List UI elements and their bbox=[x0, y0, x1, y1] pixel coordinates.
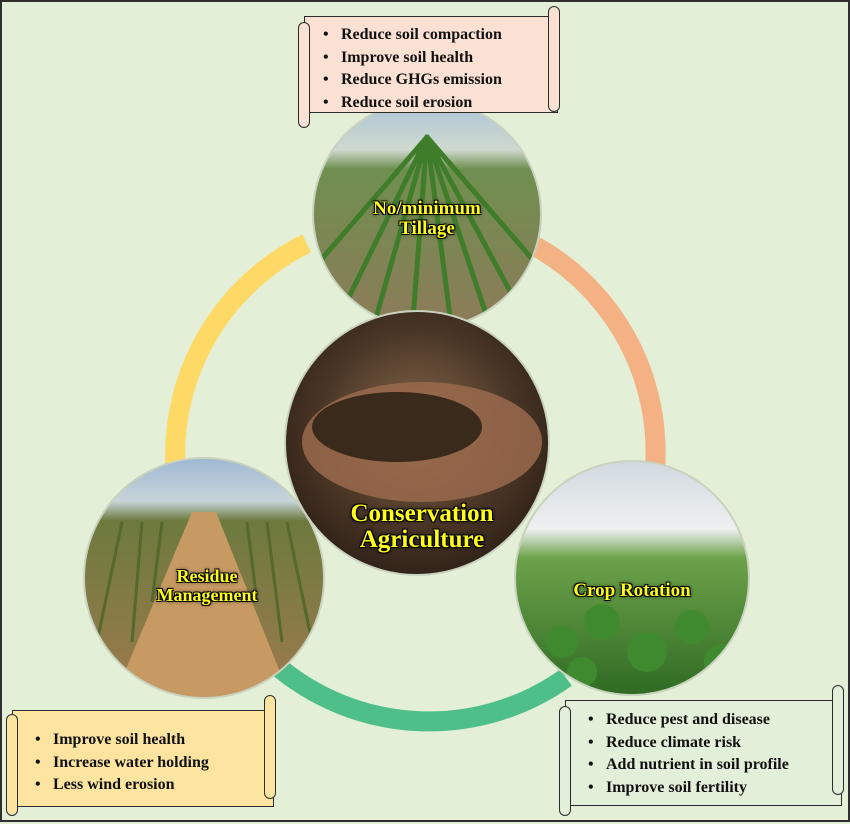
rotation-benefits-list: Reduce pest and disease Reduce climate r… bbox=[584, 709, 841, 799]
rotation-photo-frame bbox=[514, 460, 750, 696]
list-item: Less wind erosion bbox=[31, 774, 273, 797]
center-title: Conservation Agriculture bbox=[302, 500, 542, 554]
center-title-line2: Agriculture bbox=[359, 526, 485, 554]
list-item: Reduce pest and disease bbox=[584, 709, 841, 732]
list-item: Improve soil fertility bbox=[584, 777, 841, 800]
ring-arc-residue-to-tillage bbox=[165, 234, 312, 467]
scroll-curl bbox=[264, 695, 276, 799]
list-item: Reduce climate risk bbox=[584, 732, 841, 755]
tillage-label: No/minimum Tillage bbox=[322, 199, 532, 239]
residue-benefits-list: Improve soil health Increase water holdi… bbox=[31, 729, 273, 797]
tillage-label-line1: No/minimum bbox=[373, 198, 481, 219]
list-item: Increase water holding bbox=[31, 752, 273, 775]
center-photo-frame bbox=[284, 310, 550, 576]
tillage-label-line2: Tillage bbox=[399, 217, 455, 239]
residue-label: Residue Management bbox=[112, 567, 302, 605]
list-item: Reduce GHGs emission bbox=[319, 69, 557, 92]
list-item: Improve soil health bbox=[31, 729, 273, 752]
center-soil-photo bbox=[285, 311, 549, 575]
list-item: Reduce soil compaction bbox=[319, 24, 557, 47]
list-item: Reduce soil erosion bbox=[319, 92, 557, 115]
residue-photo-frame bbox=[83, 457, 325, 699]
tillage-benefits-list: Reduce soil compaction Improve soil heal… bbox=[319, 24, 557, 114]
tillage-benefits-scroll: Reduce soil compaction Improve soil heal… bbox=[304, 16, 558, 114]
scroll-curl bbox=[548, 6, 560, 112]
scroll-curl bbox=[6, 714, 18, 816]
list-item: Improve soil health bbox=[319, 47, 557, 70]
rotation-label: Crop Rotation bbox=[542, 581, 722, 601]
residue-photo bbox=[84, 458, 324, 698]
center-title-line1: Conservation bbox=[350, 500, 494, 527]
list-item: Add nutrient in soil profile bbox=[584, 754, 841, 777]
scroll-curl bbox=[298, 22, 310, 128]
residue-label-line1: Residue bbox=[176, 566, 238, 586]
rotation-label-text: Crop Rotation bbox=[573, 580, 691, 601]
residue-benefits-scroll: Improve soil health Increase water holdi… bbox=[12, 710, 274, 807]
ring-arc-rotation-to-residue bbox=[267, 656, 572, 732]
scroll-curl bbox=[832, 685, 844, 795]
rotation-benefits-scroll: Reduce pest and disease Reduce climate r… bbox=[565, 700, 842, 806]
scroll-curl bbox=[559, 706, 571, 816]
residue-label-line2: Management bbox=[156, 584, 258, 605]
